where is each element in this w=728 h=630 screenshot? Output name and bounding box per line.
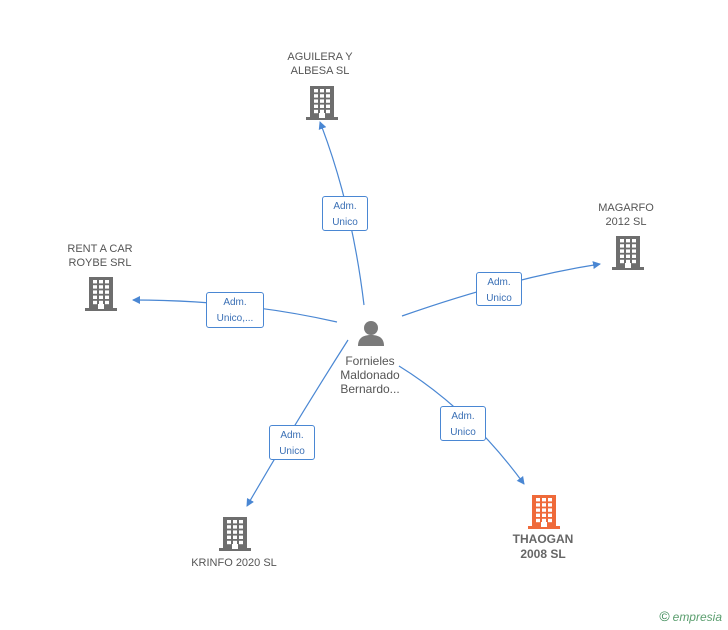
footer-logo: ©empresia [659, 608, 722, 624]
person-name[interactable]: Fornieles Maldonado Bernardo... [320, 354, 420, 396]
relation-label[interactable]: Adm. Unico,... [206, 292, 264, 328]
relation-label-line: Adm. [280, 430, 304, 441]
building-icon[interactable] [612, 234, 644, 270]
person-name-line-2: Maldonado [340, 368, 400, 382]
relation-label[interactable]: Adm. Unico [476, 272, 522, 306]
relation-label-line: Unico [332, 217, 358, 228]
relation-label-line: Unico [279, 446, 305, 457]
relation-label[interactable]: Adm. Unico [269, 425, 315, 460]
relation-label-line: Adm. [451, 411, 475, 422]
person-name-line-1: Fornieles [345, 354, 395, 368]
relation-label-line: Adm. [487, 277, 511, 288]
building-icon[interactable] [85, 275, 117, 311]
building-icon[interactable] [219, 515, 251, 551]
relation-label-line: Unico [450, 427, 476, 438]
person-name-line-3: Bernardo... [340, 382, 400, 396]
company-label-line: THAOGAN [512, 532, 574, 546]
company-label-krinfo[interactable]: KRINFO 2020 SL [173, 556, 295, 570]
brand-name: empresia [672, 610, 722, 624]
relation-label-line: Adm. [223, 297, 247, 308]
relation-label[interactable]: Adm. Unico [322, 196, 368, 231]
company-label-line: ALBESA SL [290, 65, 350, 77]
building-icon[interactable] [528, 493, 560, 529]
company-label-line: RENT A CAR [67, 243, 133, 255]
company-label-magarfo[interactable]: MAGARFO 2012 SL [570, 201, 682, 229]
company-label-line: 2012 SL [605, 216, 647, 228]
company-label-line: MAGARFO [598, 202, 654, 214]
company-label-thaogan[interactable]: THAOGAN 2008 SL [490, 532, 596, 562]
person-icon[interactable] [357, 319, 385, 347]
relation-label[interactable]: Adm. Unico [440, 406, 486, 441]
relation-label-line: Unico [486, 293, 512, 304]
copyright-icon: © [659, 608, 670, 624]
relation-label-line: Adm. [333, 201, 357, 212]
company-label-line: ROYBE SRL [68, 257, 132, 269]
company-label-aguilera[interactable]: AGUILERA Y ALBESA SL [260, 50, 380, 78]
company-label-line: 2008 SL [520, 547, 566, 561]
company-label-line: KRINFO 2020 SL [191, 557, 277, 569]
company-label-line: AGUILERA Y [287, 51, 353, 63]
building-icon[interactable] [306, 84, 338, 120]
relation-label-line: Unico,... [216, 313, 254, 324]
company-label-rentacar[interactable]: RENT A CAR ROYBE SRL [40, 242, 160, 270]
